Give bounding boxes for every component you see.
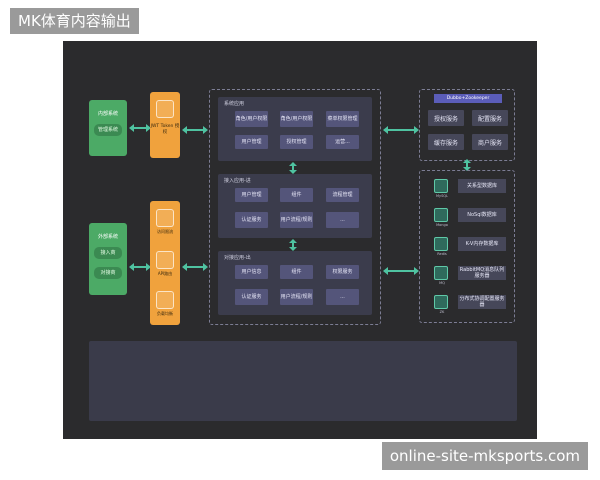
external-system-title: 外部系统 [97,234,118,240]
rate-limit-icon [156,209,174,227]
external-system-item: 接入商 [94,247,122,259]
storage-type: Redis [437,252,447,256]
double-arrow-icon [182,263,208,271]
redis-icon [434,237,448,251]
app-item: 流程管理 [326,188,359,202]
gateway-item: 负载均衡 [157,311,173,316]
watermark: online-site-mksports.com [381,442,588,470]
mongo-icon [434,208,448,222]
storage-row: Redis K-V内存数据库 [430,237,506,257]
storage-row: MySQL 关系型数据库 [430,179,506,199]
app-item: 组件 [280,265,313,279]
key-icon [156,100,174,118]
service-item: 授权服务 [428,110,464,126]
storage-type: Mongo [436,223,448,227]
service-item: 缓存服务 [428,134,464,150]
app-item: 用户管理 [235,135,268,149]
storage-label: RabbitMQ消息队列服务器 [458,266,506,280]
vertical-arrow-icon [289,239,297,251]
architecture-diagram: 内部系统 管理系统 外部系统 接入商 对接商 JWT Token 授权 访问限流… [63,41,537,439]
app-item: 授权管理 [280,135,313,149]
storage-type: MySQL [435,194,449,198]
app-item: 组件 [280,188,313,202]
zk-icon [434,295,448,309]
mysql-icon [434,179,448,193]
double-arrow-icon [383,267,419,275]
vertical-arrow-icon [289,162,297,174]
jwt-auth-block: JWT Token 授权 [150,92,180,158]
api-route-icon [156,251,174,269]
storage-label: 关系型数据库 [458,179,506,193]
storage-label: 分布式协调配置服务器 [458,295,506,309]
storage-row: Mongo NoSql数据库 [430,208,506,228]
storage-container: MySQL 关系型数据库 Mongo NoSql数据库 Redis K-V内存数… [419,170,515,323]
mq-icon [434,266,448,280]
storage-label: NoSql数据库 [458,208,506,222]
jwt-auth-label: JWT Token 授权 [150,124,180,135]
service-item: 商户服务 [472,134,508,150]
app-item: 权限服务 [326,265,359,279]
app-item: 认证服务 [235,212,268,228]
load-balance-icon [156,291,174,309]
storage-label: K-V内存数据库 [458,237,506,251]
app-item: 认证服务 [235,289,268,305]
service-item: 配置服务 [472,110,508,126]
registry-container: Dubbo+Zookeeper 授权服务 配置服务 缓存服务 商户服务 [419,89,515,161]
system-apps-title: 系统应用 [224,101,245,107]
outer-apps-title: 对接应用-出 [224,255,251,261]
gateway-item: API路由 [157,271,173,276]
app-item: 菜单权限管理 [326,111,359,127]
outer-apps-panel: 对接应用-出 用户信息 组件 权限服务 认证服务 用户流程/规则 ... [218,251,372,315]
bottom-panel [89,341,517,421]
storage-row: MQ RabbitMQ消息队列服务器 [430,266,506,286]
external-system-item: 对接商 [94,267,122,279]
app-item: 用户信息 [235,265,268,279]
internal-system-block: 内部系统 管理系统 [89,100,127,156]
external-system-block: 外部系统 接入商 对接商 [89,223,127,295]
app-item: 用户管理 [235,188,268,202]
app-item: 用户流程/规则 [280,289,313,305]
gateway-item: 访问限流 [157,229,173,234]
gateway-block: 访问限流 API路由 负载均衡 [150,201,180,325]
page-title: MK体育内容输出 [10,8,139,34]
storage-row: ZK 分布式协调配置服务器 [430,295,506,315]
double-arrow-icon [383,126,419,134]
app-item: 角色/用户权限 [280,111,313,127]
app-item: 角色/用户权限 [235,111,268,127]
double-arrow-icon [182,126,208,134]
access-apps-panel: 接入应用-进 用户管理 组件 流程管理 认证服务 用户流程/规则 ... [218,174,372,238]
vertical-arrow-icon [463,159,471,171]
app-item: 用户流程/规则 [280,212,313,228]
app-item: ... [326,212,359,228]
access-apps-title: 接入应用-进 [224,178,251,184]
double-arrow-icon [129,124,151,132]
storage-type: ZK [439,310,445,314]
internal-system-title: 内部系统 [97,111,118,117]
double-arrow-icon [129,263,151,271]
internal-system-item: 管理系统 [94,124,122,136]
applications-container: 系统应用 角色/用户权限 角色/用户权限 菜单权限管理 用户管理 授权管理 运营… [209,89,381,325]
registry-title: Dubbo+Zookeeper [434,94,502,103]
app-item: 运营... [326,135,359,149]
storage-type: MQ [439,281,445,285]
app-item: ... [326,289,359,305]
system-apps-panel: 系统应用 角色/用户权限 角色/用户权限 菜单权限管理 用户管理 授权管理 运营… [218,97,372,161]
